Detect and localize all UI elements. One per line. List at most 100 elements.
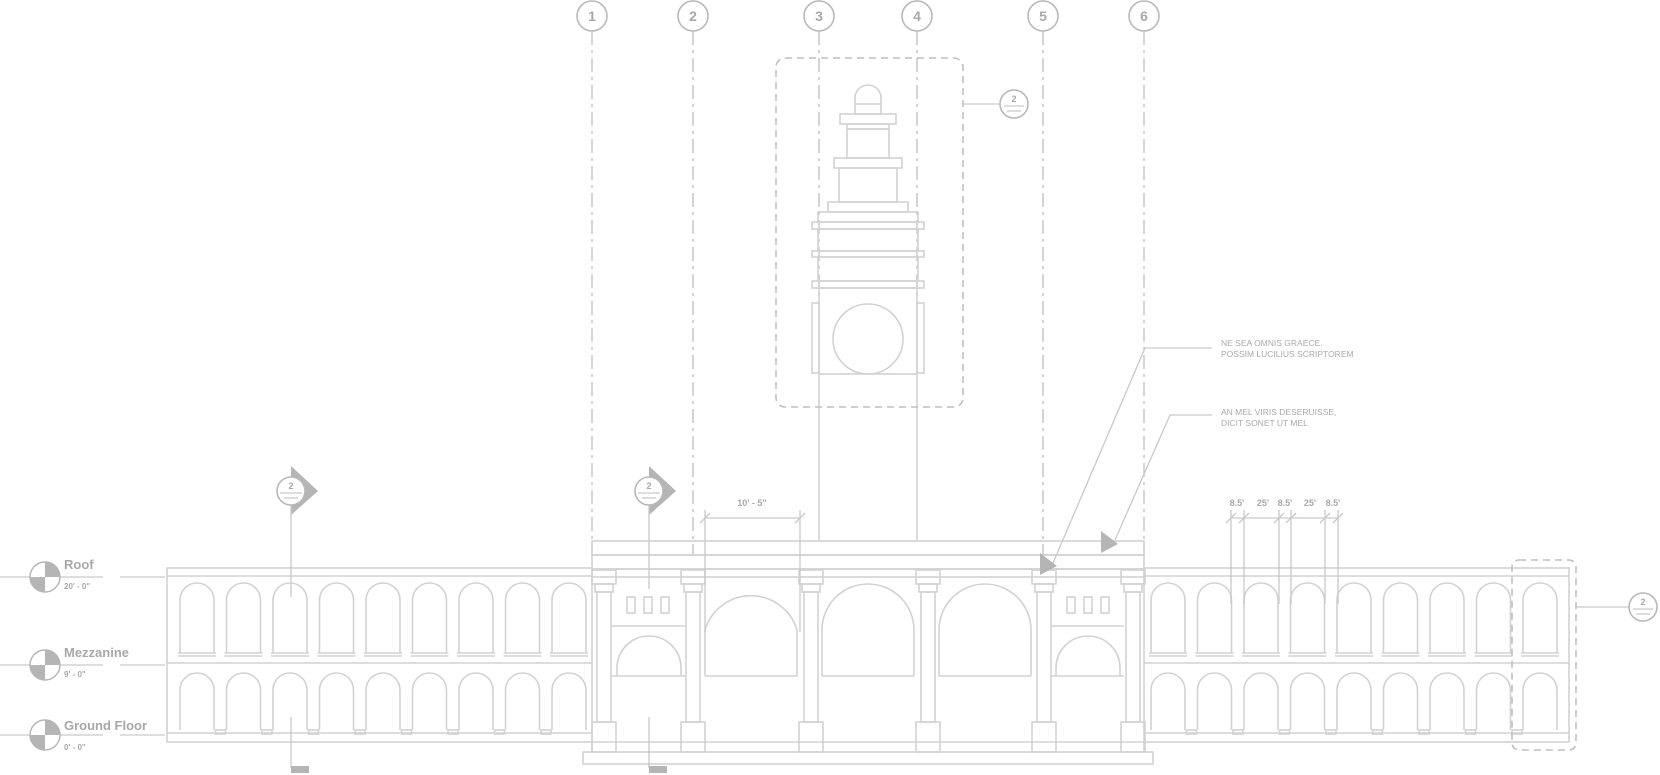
- left-wing-arches: [178, 582, 588, 735]
- column-neck: [1034, 583, 1054, 593]
- column-pedestal: [1120, 721, 1146, 753]
- column-neck: [683, 583, 703, 593]
- central-plinth: [582, 751, 1154, 765]
- center-bay-dimension-label: 10' - 5": [737, 498, 766, 508]
- lower-arch: [1522, 672, 1558, 730]
- clock-tower: [811, 84, 925, 541]
- lower-arch: [365, 672, 401, 730]
- note-2-line-2: DICIT SONET UT MEL: [1221, 418, 1308, 428]
- pier-base: [1325, 729, 1337, 735]
- tower-dome: [854, 84, 882, 115]
- column-pedestal: [915, 721, 941, 753]
- right-dimension-1: 8.5': [1230, 498, 1245, 508]
- tower-callout-label: 2: [1011, 94, 1016, 104]
- grid-lines: [591, 31, 1145, 555]
- upper-arch: [272, 582, 308, 653]
- lower-arch: [225, 672, 262, 730]
- grid-bubble-5[interactable]: 5: [1027, 0, 1059, 32]
- left-side-bay: [612, 596, 685, 677]
- upper-arch: [225, 582, 262, 653]
- right-callout-label: 2: [1640, 597, 1645, 607]
- level-mezzanine-elevation: 9' - 0": [64, 670, 86, 679]
- grid-label-2: 2: [689, 8, 697, 24]
- upper-arch: [504, 582, 541, 653]
- note-1-arrow: [1040, 553, 1057, 575]
- level-mezzanine-name: Mezzanine: [64, 645, 129, 660]
- pier-base: [1371, 729, 1384, 735]
- tower-detail-callout[interactable]: 2: [775, 57, 1029, 408]
- level-roof[interactable]: Roof 20' - 0": [0, 557, 165, 593]
- right-wing-arches: [1149, 582, 1559, 735]
- grid-bubble-6[interactable]: 6: [1128, 0, 1160, 32]
- pier-base: [493, 729, 506, 735]
- lower-arch: [1243, 672, 1279, 730]
- tower-belfry: [838, 167, 898, 203]
- lower-arch: [551, 672, 587, 730]
- note-2[interactable]: AN MEL VIRIS DESERUISSE, DICIT SONET UT …: [1101, 407, 1336, 553]
- pier-base: [1418, 729, 1430, 735]
- column-neck: [801, 583, 821, 593]
- note-1[interactable]: NE SEA OMNIS GRAECE. POSSIM LUCILIUS SCR…: [1040, 338, 1354, 575]
- section-marker-center[interactable]: 2: [634, 466, 676, 773]
- right-dimension-3: 8.5': [1278, 498, 1293, 508]
- level-ground-floor[interactable]: Ground Floor 0' - 0": [0, 718, 165, 752]
- lower-arch: [1382, 672, 1419, 730]
- upper-arch: [551, 582, 587, 653]
- note-1-leader: [1052, 347, 1212, 564]
- column-shaft: [920, 591, 936, 723]
- right-dimension-5: 8.5': [1326, 498, 1341, 508]
- lower-arch: [458, 672, 494, 730]
- lower-arch: [1429, 672, 1465, 730]
- lower-arch: [1336, 672, 1372, 730]
- center-bay-dimension: 10' - 5": [699, 498, 806, 632]
- column-neck: [918, 583, 938, 593]
- section-marker-left[interactable]: 2: [276, 466, 318, 773]
- level-mezzanine[interactable]: Mezzanine 9' - 0": [0, 645, 165, 681]
- column-pedestal: [680, 721, 706, 753]
- right-detail-callout[interactable]: 2: [1511, 559, 1658, 751]
- upper-arch: [411, 582, 448, 653]
- upper-arch: [1429, 582, 1465, 653]
- central-arch-2: [821, 583, 915, 676]
- lower-arch: [272, 672, 308, 730]
- right-dimension-4: 25': [1304, 498, 1316, 508]
- note-1-line-2: POSSIM LUCILIUS SCRIPTOREM: [1221, 349, 1354, 359]
- upper-arch: [1243, 582, 1279, 653]
- pier-base: [307, 729, 320, 735]
- lower-arch: [1289, 672, 1326, 730]
- right-wing: [1143, 567, 1570, 743]
- upper-arch: [1382, 582, 1419, 653]
- pier-base: [1232, 729, 1244, 735]
- lower-arch: [1196, 672, 1233, 730]
- lower-arch: [1475, 672, 1512, 730]
- grid-bubble-2[interactable]: 2: [677, 0, 709, 32]
- upper-arch: [1522, 582, 1558, 653]
- pier-base: [1278, 729, 1291, 735]
- column-shaft: [685, 591, 701, 723]
- grid-label-3: 3: [815, 8, 823, 24]
- grid-label-1: 1: [588, 8, 596, 24]
- upper-arch: [458, 582, 494, 653]
- central-arch-3: [938, 583, 1032, 676]
- lower-arch: [411, 672, 448, 730]
- pier-base: [1464, 729, 1477, 735]
- central-arch-1: [704, 594, 798, 676]
- grid-bubble-4[interactable]: 4: [901, 0, 933, 32]
- upper-arch: [1150, 582, 1186, 653]
- section-left-label: 2: [288, 481, 293, 491]
- grid-bubble-1[interactable]: 1: [576, 0, 608, 32]
- tower-callout-box: [775, 57, 964, 408]
- pier-base: [1511, 729, 1523, 735]
- grid-bubble-3[interactable]: 3: [803, 0, 835, 32]
- grid-label-4: 4: [913, 8, 921, 24]
- tower-lantern: [846, 128, 890, 159]
- right-side-bay: [1051, 596, 1124, 677]
- level-markers: Roof 20' - 0" Mezzanine 9' - 0" Ground F…: [0, 557, 165, 752]
- right-wing-outline: [1143, 567, 1570, 743]
- pier-base: [354, 729, 366, 735]
- tower-cap: [839, 113, 897, 125]
- level-ground-elevation: 0' - 0": [64, 743, 86, 752]
- upper-arch: [1336, 582, 1372, 653]
- column-shaft: [596, 591, 612, 723]
